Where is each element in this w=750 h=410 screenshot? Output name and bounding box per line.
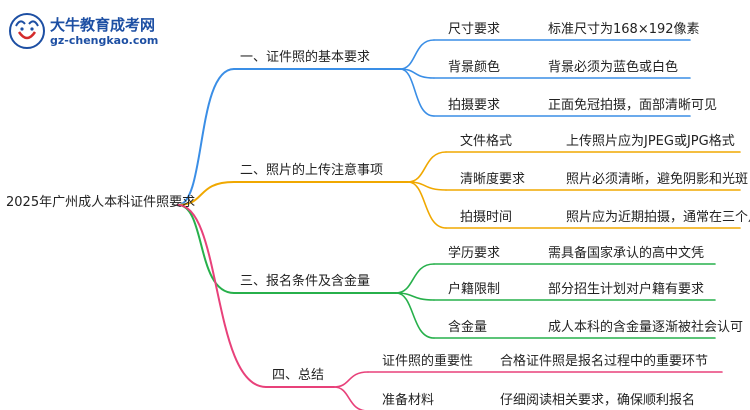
branch-topic-1: 一、证件照的基本要求 (240, 50, 371, 65)
leaf-detail-3-3: 成人本科的含金量逐渐被社会认可 (548, 320, 744, 335)
leaf-connector-3-1 (395, 263, 435, 294)
leaf-detail-1-1: 标准尺寸为168×192像素 (548, 22, 700, 37)
branch-connector-4 (177, 204, 267, 388)
leaf-detail-3-1: 需具备国家承认的高中文凭 (548, 246, 705, 261)
branch-topic-2: 二、照片的上传注意事项 (240, 163, 384, 178)
leaf-topic-4-1: 证件照的重要性 (382, 354, 474, 369)
leaf-connector-1-3 (399, 68, 435, 117)
branch-connector-2 (177, 181, 235, 206)
logo-url: gz-chengkao.com (50, 34, 159, 47)
leaf-topic-3-2: 户籍限制 (448, 282, 501, 297)
leaf-detail-2-1: 上传照片应为JPEG或JPG格式 (566, 134, 735, 149)
leaf-connector-4-2 (333, 386, 367, 410)
leaf-detail-3-2: 部分招生计划对户籍有要求 (548, 282, 705, 297)
leaf-detail-1-3: 正面免冠拍摄，面部清晰可见 (548, 98, 718, 113)
leaf-topic-3-1: 学历要求 (448, 246, 501, 261)
leaf-detail-2-3: 照片应为近期拍摄，通常在三个月内 (566, 210, 750, 225)
branch-connector-1 (177, 68, 235, 206)
leaf-topic-2-2: 清晰度要求 (460, 172, 526, 187)
leaf-connector-1-1 (399, 39, 435, 70)
branch-topic-3: 三、报名条件及含金量 (240, 274, 371, 289)
leaf-detail-4-1: 合格证件照是报名过程中的重要环节 (500, 354, 709, 369)
leaf-connector-3-3 (395, 292, 435, 339)
leaf-connector-2-3 (407, 181, 447, 229)
leaf-detail-2-2: 照片必须清晰，避免阴影和光斑 (566, 172, 749, 187)
leaf-topic-4-2: 准备材料 (382, 393, 435, 408)
leaf-topic-3-3: 含金量 (448, 320, 488, 335)
leaf-detail-1-2: 背景必须为蓝色或白色 (548, 60, 679, 75)
leaf-topic-2-3: 拍摄时间 (460, 210, 513, 225)
leaf-detail-4-2: 仔细阅读相关要求，确保顺利报名 (500, 393, 696, 408)
branch-topic-4: 四、总结 (272, 368, 325, 383)
leaf-topic-1-1: 尺寸要求 (448, 22, 501, 37)
leaf-topic-2-1: 文件格式 (460, 134, 513, 149)
root-topic: 2025年广州成人本科证件照要求 (6, 195, 196, 210)
leaf-topic-1-2: 背景颜色 (448, 60, 501, 75)
leaf-connector-2-1 (407, 151, 447, 183)
site-logo: 大牛教育成考网 gz-chengkao.com (8, 10, 178, 52)
leaf-connector-4-1 (333, 371, 369, 388)
bull-mascot-icon (9, 13, 45, 49)
logo-brand-name: 大牛教育成考网 (50, 16, 156, 34)
leaf-topic-1-3: 拍摄要求 (448, 98, 501, 113)
